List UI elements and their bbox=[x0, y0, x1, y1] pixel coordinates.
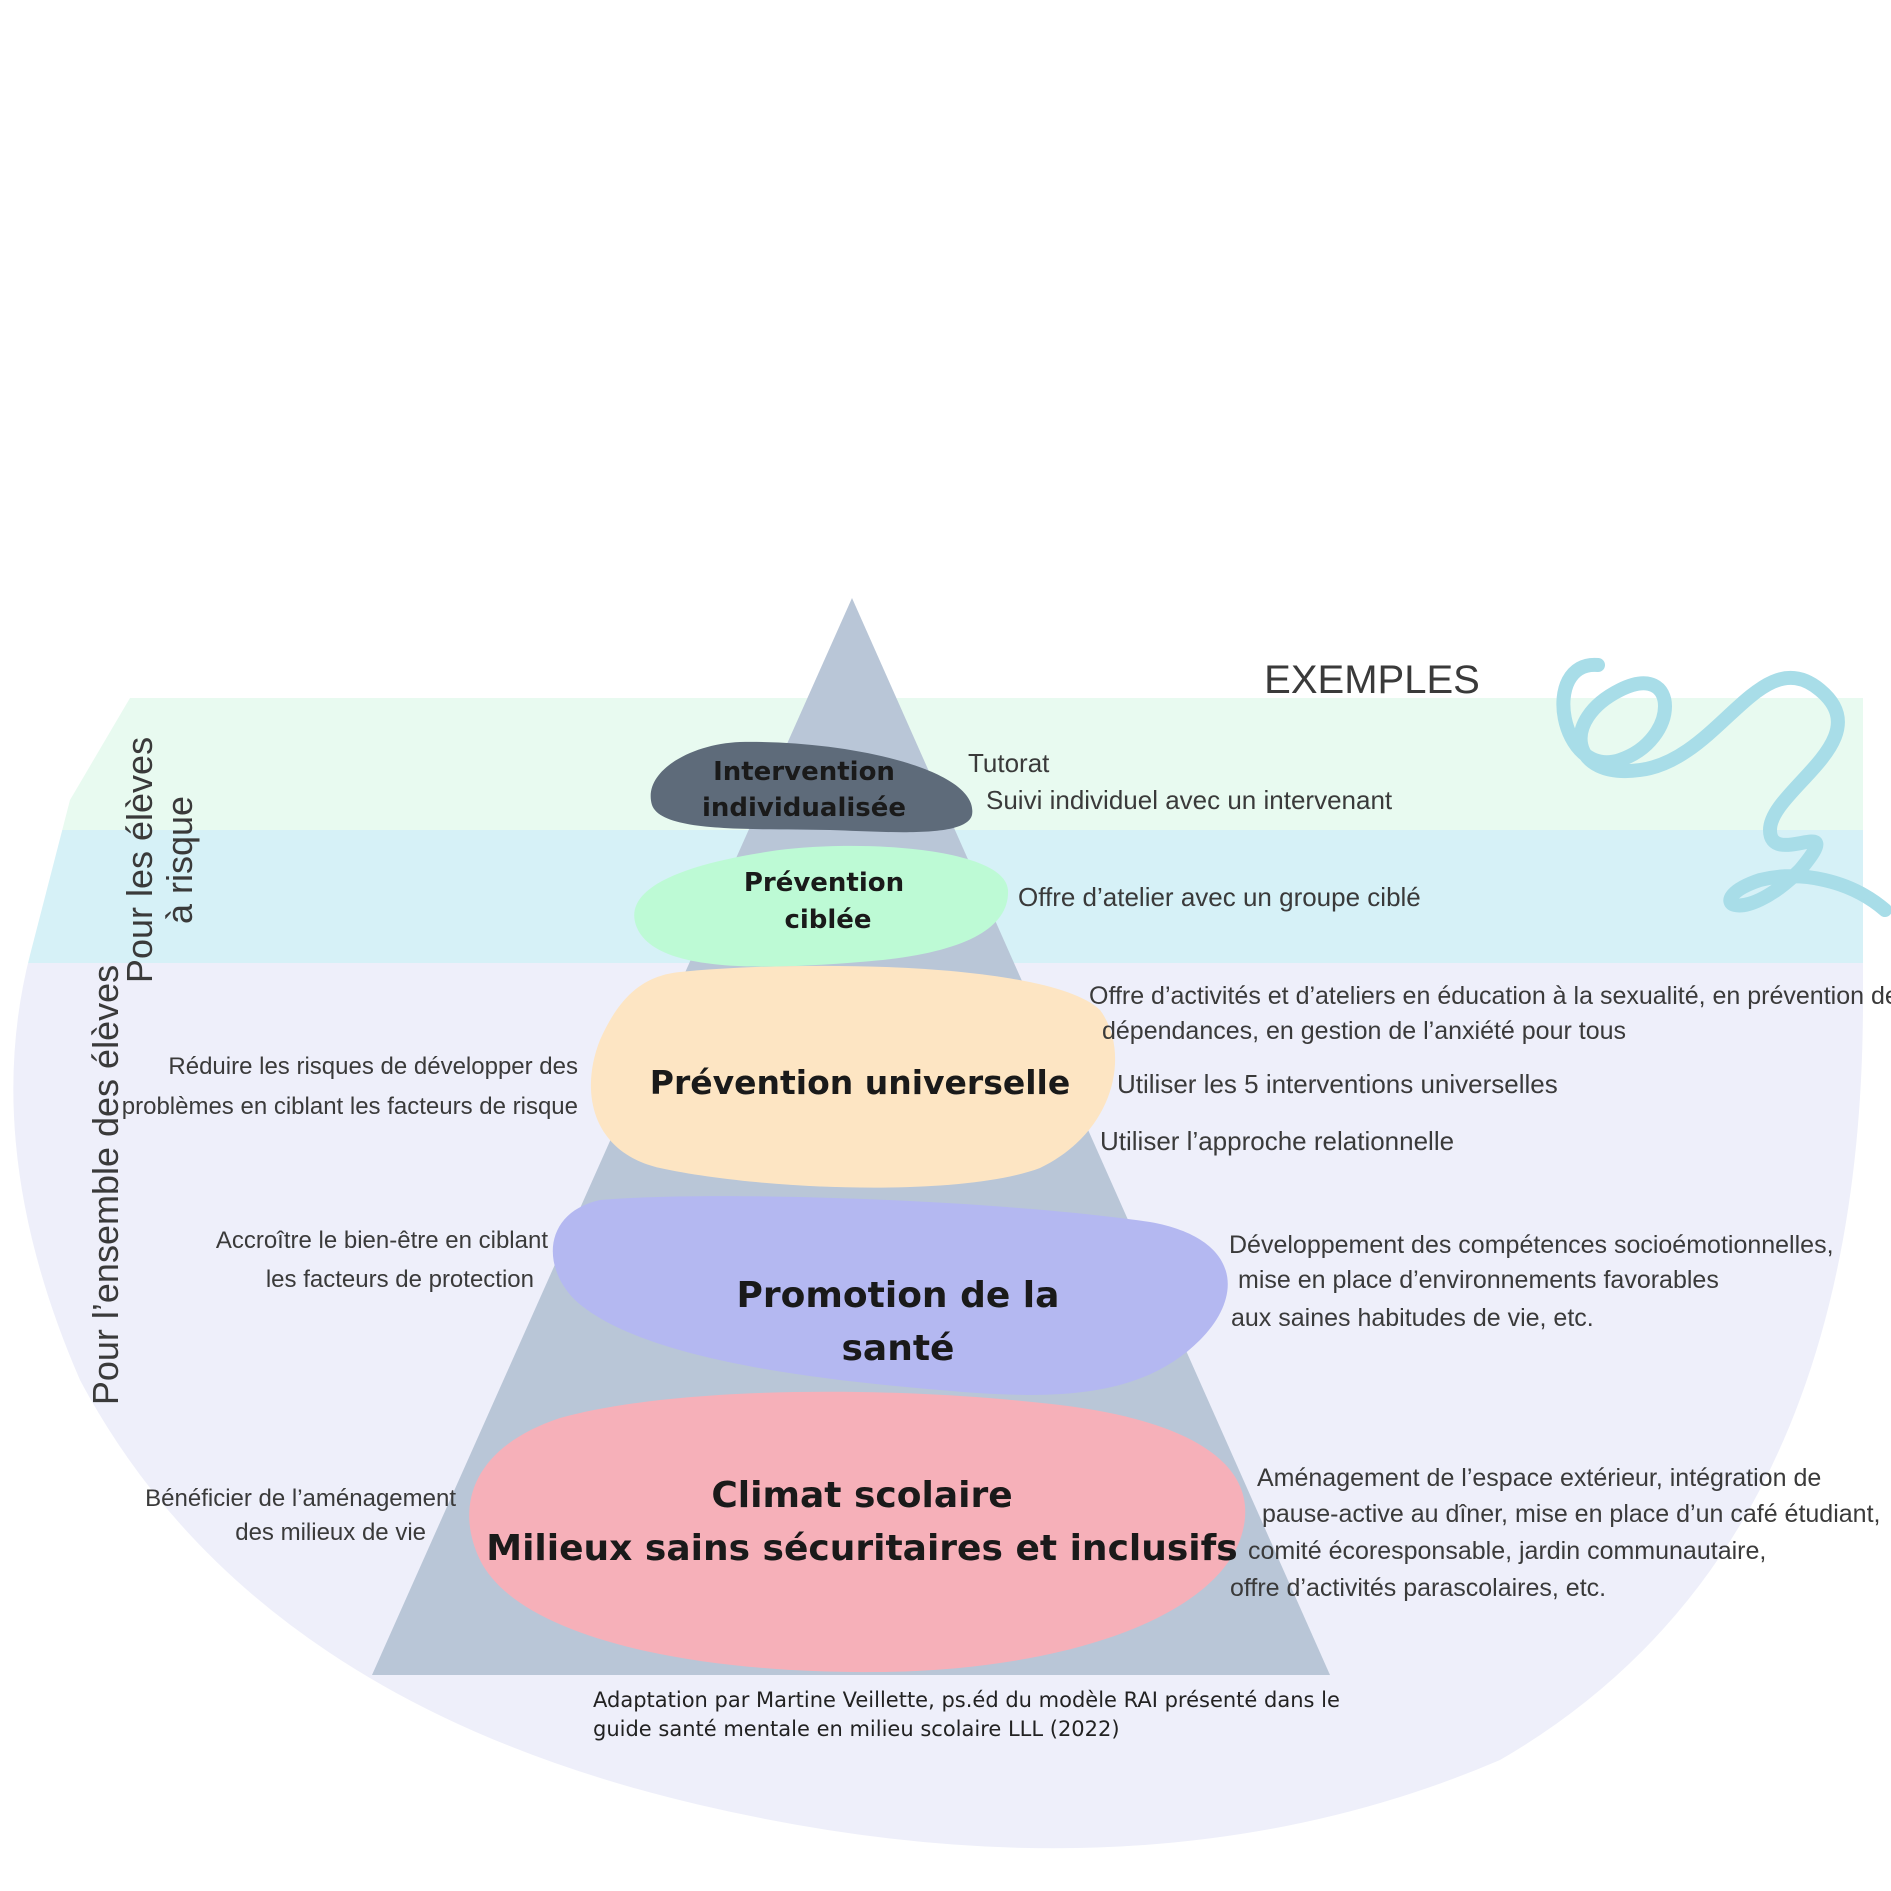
blob-climat-scolaire bbox=[469, 1391, 1246, 1673]
tier-individual-line1: Intervention bbox=[713, 757, 895, 787]
example-climat-line2: pause-active au dîner, mise en place d’u… bbox=[1262, 1500, 1880, 1528]
tier-climat-line1: Climat scolaire bbox=[711, 1475, 1012, 1516]
left-note-universelle-line1: Réduire les risques de développer des bbox=[168, 1053, 578, 1080]
credit-line2: guide santé mentale en milieu scolaire L… bbox=[593, 1717, 1120, 1741]
example-universelle-line3: Utiliser les 5 interventions universelle… bbox=[1117, 1069, 1558, 1099]
blob-promotion-sante bbox=[552, 1196, 1228, 1395]
credit-line1: Adaptation par Martine Veillette, ps.éd … bbox=[593, 1688, 1340, 1712]
example-climat-line3: comité écoresponsable, jardin communauta… bbox=[1248, 1537, 1766, 1565]
tier-promotion-line1: Promotion de la bbox=[737, 1275, 1060, 1316]
example-universelle-line1: Offre d’activités et d’ateliers en éduca… bbox=[1089, 982, 1891, 1010]
left-note-promotion-line2: les facteurs de protection bbox=[266, 1266, 534, 1293]
side-label-all-text: Pour l’ensemble des élèves bbox=[85, 965, 126, 1405]
left-note-climat-line2: des milieux de vie bbox=[235, 1519, 426, 1546]
side-label-risk-line1: Pour les élèves bbox=[119, 737, 160, 983]
tier-climat-line2: Milieux sains sécuritaires et inclusifs bbox=[486, 1528, 1237, 1569]
blob-intervention-individualisee bbox=[650, 741, 973, 833]
left-note-universelle-line2: problèmes en ciblant les facteurs de ris… bbox=[122, 1093, 578, 1120]
example-climat-line4: offre d’activités parascolaires, etc. bbox=[1230, 1574, 1606, 1602]
side-label-risk: Pour les élèves à risque bbox=[119, 737, 200, 983]
tier-promotion-line2: santé bbox=[842, 1328, 955, 1369]
example-promotion-line3: aux saines habitudes de vie, etc. bbox=[1231, 1304, 1594, 1332]
left-note-climat-line1: Bénéficier de l’aménagement bbox=[145, 1485, 456, 1512]
tier-ciblee-line2: ciblée bbox=[784, 905, 871, 935]
examples-heading: EXEMPLES bbox=[1264, 658, 1480, 702]
tier-ciblee-line1: Prévention bbox=[744, 868, 904, 898]
left-note-promotion-line1: Accroître le bien-être en ciblant bbox=[216, 1227, 549, 1254]
blob-prevention-universelle bbox=[590, 965, 1116, 1188]
scribble-decoration bbox=[1556, 657, 1891, 917]
example-ciblee-line1: Offre d’atelier avec un groupe ciblé bbox=[1018, 882, 1421, 912]
tier-universelle-label: Prévention universelle bbox=[650, 1063, 1070, 1102]
example-climat-line1: Aménagement de l’espace extérieur, intég… bbox=[1257, 1464, 1821, 1492]
example-individual-line2: Suivi individuel avec un intervenant bbox=[986, 785, 1393, 815]
example-promotion-line1: Développement des compétences socioémoti… bbox=[1229, 1231, 1834, 1259]
example-individual-line1: Tutorat bbox=[968, 748, 1050, 778]
example-promotion-line2: mise en place d’environnements favorable… bbox=[1238, 1266, 1719, 1294]
side-label-risk-line2: à risque bbox=[159, 796, 200, 924]
example-universelle-line4: Utiliser l’approche relationnelle bbox=[1100, 1126, 1454, 1156]
blob-prevention-ciblee bbox=[634, 845, 1009, 967]
example-universelle-line2: dépendances, en gestion de l’anxiété pou… bbox=[1102, 1017, 1626, 1045]
tier-individual-line2: individualisée bbox=[702, 793, 906, 823]
side-label-all: Pour l’ensemble des élèves bbox=[85, 965, 126, 1405]
